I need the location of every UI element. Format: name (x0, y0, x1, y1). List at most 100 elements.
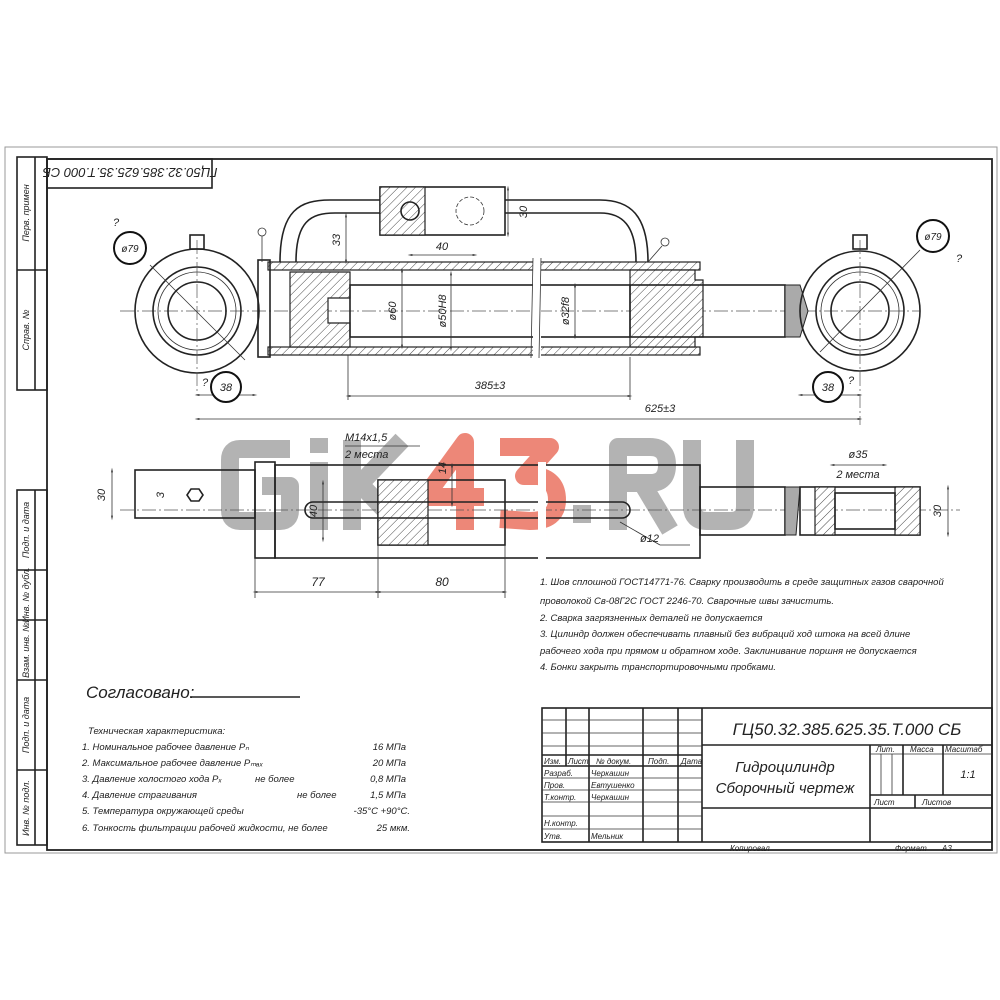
slot (304, 501, 631, 519)
question-mark: ? (113, 217, 120, 229)
header-list: Лист (567, 757, 589, 766)
dim-eye-width: 30 (932, 504, 944, 517)
dim-eye-offset-right: 38 (822, 382, 835, 394)
rotated-code-box: ГЦ50.32.385.625.35.Т.000 СБ (42, 158, 217, 189)
rotated-code: ГЦ50.32.385.625.35.Т.000 СБ (42, 165, 217, 180)
copied-label: Копировал (730, 844, 770, 853)
dim-bore-inner: ø50H8 (437, 294, 449, 328)
piston (289, 271, 351, 348)
header-doc: № докум. (596, 757, 631, 766)
person: Черкашин (591, 769, 630, 778)
side-label: Справ. № (21, 309, 31, 350)
side-label: Перв. примен (21, 184, 31, 241)
dim-hole-diameter: ø12 (640, 533, 659, 545)
note-line: 3. Цилиндр должен обеспечивать плавный б… (540, 629, 910, 640)
cylinder-top-view: 30 40 33 ø60 ø50H8 ø32f8 385±3 625±3 38 … (113, 185, 963, 425)
side-label: Подп. и дата (21, 502, 31, 558)
agreed-label: Согласовано: (86, 683, 195, 702)
dim-eye-diameter-left: ø79 (121, 244, 139, 255)
spec-label: 4. Давление страгивания (82, 790, 197, 801)
note-line: 1. Шов сплошной ГОСТ14771-76. Сварку про… (540, 577, 944, 588)
dim-bore-outer: ø60 (387, 301, 399, 321)
grease-fitting-right (852, 234, 868, 250)
role: Утв. (543, 832, 562, 841)
side-margin-labels: Перв. примен Справ. № Подп. и дата Инв. … (16, 156, 48, 846)
specifications: Техническая характеристика: 1. Номинальн… (81, 726, 410, 834)
side-label: Инв. № дубл. (21, 567, 31, 622)
drawing-code: ГЦ50.32.385.625.35.Т.000 СБ (733, 720, 962, 739)
spec-label: 3. Давление холостого хода Pₓ (82, 774, 222, 785)
tube-wall-bottom (267, 346, 701, 356)
spec-label: 2. Максимальное рабочее давление Pₘₐₓ (81, 758, 264, 769)
spec-value: 0,8 МПа (370, 774, 406, 785)
thread-spec: M14x1,5 (345, 432, 388, 444)
dim-length-a: 77 (311, 575, 326, 589)
pipe-left (279, 199, 380, 263)
dim-total-length: 625±3 (645, 403, 676, 415)
sheets-label: Листов (921, 798, 951, 807)
question-mark: ? (202, 377, 209, 389)
dim-block-height: 30 (518, 205, 530, 218)
tube-wall-top (267, 261, 701, 271)
title-block: Изм. Лист № докум. Подп. Дата Разраб. Че… (541, 707, 993, 853)
note-line: 2. Сварка загрязненных деталей не допуск… (539, 613, 762, 624)
note-line: 4. Бонки закрыть транспортировочными про… (540, 662, 776, 673)
spec-label: 6. Тонкость фильтрации рабочей жидкости,… (82, 823, 328, 834)
drawing-name-line1: Гидроцилиндр (735, 759, 834, 776)
note-line: проволокой Св-08Г2С ГОСТ 2246-70. Свароч… (540, 596, 834, 607)
person: Евтушенко (591, 781, 635, 790)
technical-notes: 1. Шов сплошной ГОСТ14771-76. Сварку про… (539, 577, 944, 673)
role: Пров. (544, 781, 565, 790)
header-date: Дата (680, 757, 703, 766)
dim-offset: 3 (155, 491, 167, 498)
pipe-right (505, 199, 649, 263)
spec-value: 1,5 МПа (370, 790, 406, 801)
sheet-label: Лист (873, 798, 895, 807)
dim-stub-height: 30 (96, 488, 108, 501)
thread-places: 2 места (344, 449, 388, 461)
drawing-name-line2: Сборочный чертеж (716, 780, 855, 797)
spec-value: 16 МПа (373, 742, 406, 753)
dim-eye-diameter-right: ø79 (924, 232, 942, 243)
scale-label: Масштаб (945, 745, 983, 754)
mass-label: Масса (910, 745, 934, 754)
spec-cond: не более (297, 790, 337, 801)
spec-cond: не более (255, 774, 295, 785)
dim-stroke: 385±3 (475, 380, 506, 392)
header-sign: Подп. (648, 757, 669, 766)
specs-title: Техническая характеристика: (88, 726, 226, 737)
header-izm: Изм. (544, 757, 561, 766)
role: Н.контр. (544, 819, 578, 828)
dim-bush-diameter: ø35 (849, 449, 869, 461)
spec-label: 5. Температура окружающей среды (82, 806, 244, 817)
note-line: рабочего хода при прямом и обратном ходе… (539, 646, 917, 657)
format-value: А3 (941, 844, 952, 853)
person: Мельник (591, 832, 624, 841)
spec-label: 1. Номинальное рабочее давление Pₙ (82, 742, 249, 753)
side-label: Взам. инв. № (21, 622, 31, 678)
side-label: Инв. № подл. (21, 780, 31, 836)
cylinder-head (629, 269, 704, 348)
role: Разраб. (544, 769, 573, 778)
role: Т.контр. (544, 793, 576, 802)
cylinder-bottom-view: 30 3 40 M14x1,5 2 места 14 77 80 ø12 ø35… (96, 432, 960, 598)
spec-value: 25 мкм. (376, 823, 410, 834)
sheet-outer-border (4, 146, 998, 854)
dim-thread-depth: 14 (437, 462, 449, 474)
dim-slot-width: 40 (308, 504, 320, 517)
lit-label: Лит. (875, 745, 895, 754)
dim-eye-offset-left: 38 (220, 382, 233, 394)
side-label: Подп. и дата (21, 697, 31, 753)
spec-value: -35°C +90°C. (354, 806, 410, 817)
dim-pipe-height: 33 (331, 233, 343, 246)
format-label: Формат (895, 844, 927, 853)
person: Черкашин (591, 793, 630, 802)
spec-value: 20 МПа (372, 758, 406, 769)
dim-rod-diameter: ø32f8 (560, 296, 572, 325)
scale-value: 1:1 (960, 769, 975, 781)
grease-fitting-left (189, 234, 205, 250)
question-mark: ? (848, 375, 855, 387)
question-mark: ? (956, 253, 963, 265)
dim-length-b: 80 (435, 575, 449, 589)
